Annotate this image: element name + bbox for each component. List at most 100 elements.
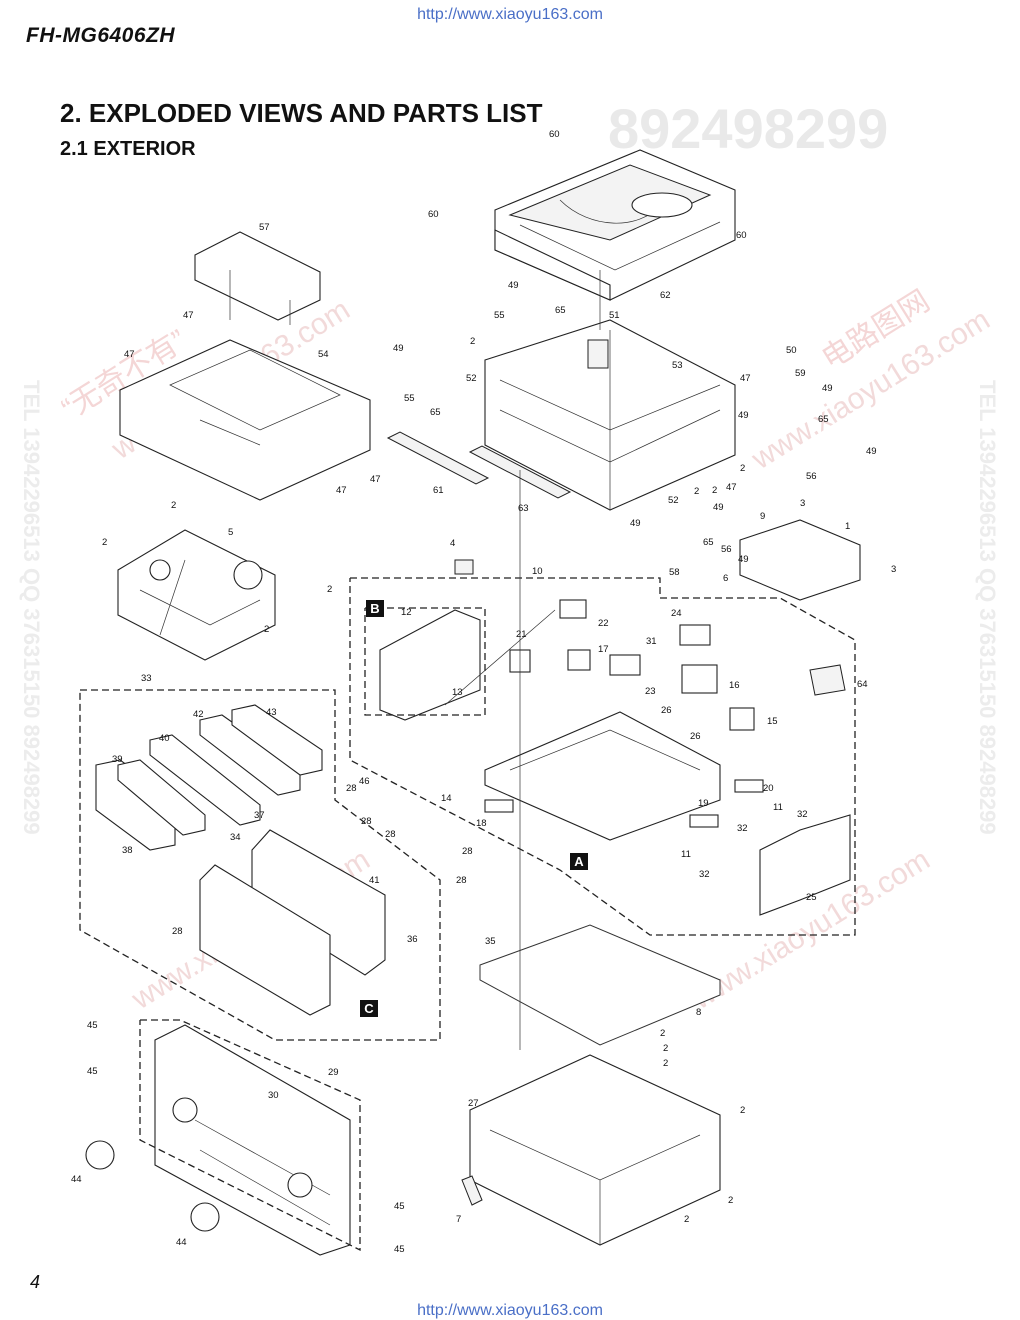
deck-mechanism	[117, 529, 276, 661]
watermark-side-right: TEL 13942296513 QQ 376315150 892498299	[975, 380, 1000, 835]
callout-labels: 60 60 60 62 57 47 47 54 47 47 49 2 55 65…	[71, 129, 896, 1255]
main-pcb	[379, 559, 846, 841]
callout: 2	[264, 624, 269, 635]
top-chassis-frame	[484, 319, 736, 511]
header-url[interactable]: http://www.xiaoyu163.com	[417, 6, 603, 23]
callout: 49	[738, 554, 749, 565]
callout: 2	[740, 463, 745, 474]
rear-bracket-25	[759, 814, 851, 916]
callout: 6	[723, 573, 728, 584]
section-title: 2. EXPLODED VIEWS AND PARTS LIST	[60, 98, 543, 128]
callout: 49	[393, 343, 404, 354]
callout: 19	[698, 798, 709, 809]
callout: 1	[845, 521, 850, 532]
callout: 51	[609, 310, 620, 321]
callout: 55	[404, 393, 415, 404]
callout: 4	[450, 538, 455, 549]
callout: 53	[672, 360, 683, 371]
callout: 45	[87, 1066, 98, 1077]
callout: 25	[806, 892, 817, 903]
callout: 59	[795, 368, 806, 379]
callout: 24	[671, 608, 682, 619]
callout: 45	[394, 1244, 405, 1255]
callout: 49	[866, 446, 877, 457]
section-subtitle: 2.1 EXTERIOR	[60, 138, 196, 160]
strip-61	[386, 431, 490, 485]
knob-44[interactable]	[190, 1202, 220, 1232]
label-box-b: B	[366, 600, 384, 617]
knob-44[interactable]	[85, 1140, 115, 1170]
callout: 60	[736, 230, 747, 241]
callout: 26	[690, 731, 701, 742]
callout: 12	[401, 607, 412, 618]
callout: 2	[327, 584, 332, 595]
group-10-outline	[349, 577, 856, 936]
callout: 23	[645, 686, 656, 697]
callout: 54	[318, 349, 329, 360]
callout: 55	[494, 310, 505, 321]
callout: 2	[694, 486, 699, 497]
callout: 2	[102, 537, 107, 548]
callout: 16	[729, 680, 740, 691]
display-assembly	[95, 704, 386, 1016]
callout: 2	[663, 1043, 668, 1054]
svg-text:B: B	[370, 601, 379, 616]
callout: 42	[193, 709, 204, 720]
callout: 49	[508, 280, 519, 291]
callout: 8	[696, 1007, 701, 1018]
callout: 64	[857, 679, 868, 690]
callout: 27	[468, 1098, 479, 1109]
callout: 2	[470, 336, 475, 347]
callout: 47	[370, 474, 381, 485]
callout: 57	[259, 222, 270, 233]
callout: 2	[684, 1214, 689, 1225]
group-33-outline	[79, 689, 441, 1041]
label-box-c: C	[360, 1000, 378, 1017]
callout: 49	[822, 383, 833, 394]
model-number: FH-MG6406ZH	[26, 24, 176, 47]
callout: 17	[598, 644, 609, 655]
callout: 30	[268, 1090, 279, 1101]
svg-text:A: A	[574, 854, 584, 869]
cd-mechanism	[494, 149, 736, 301]
callout: 32	[797, 809, 808, 820]
callout: 37	[254, 810, 265, 821]
callout: 47	[336, 485, 347, 496]
callout: 56	[721, 544, 732, 555]
callout: 18	[476, 818, 487, 829]
callout: 47	[740, 373, 751, 384]
callout: 3	[800, 498, 805, 509]
cable-64	[809, 664, 846, 696]
callout: 28	[462, 846, 473, 857]
callout: 46	[359, 776, 370, 787]
bottom-chassis-27	[469, 1054, 721, 1246]
callout: 61	[433, 485, 444, 496]
group-b-outline	[364, 607, 486, 716]
footer-url[interactable]: http://www.xiaoyu163.com	[417, 1302, 603, 1319]
callout: 41	[369, 875, 380, 886]
callout: 60	[549, 129, 560, 140]
callout: 28	[172, 926, 183, 937]
callout: 28	[456, 875, 467, 886]
callout: 14	[441, 793, 452, 804]
callout: 47	[726, 482, 737, 493]
callout: 44	[71, 1174, 82, 1185]
callout: 11	[681, 849, 691, 860]
callout: 21	[516, 629, 527, 640]
callout: 65	[555, 305, 566, 316]
callout: 52	[466, 373, 477, 384]
front-panel	[154, 1024, 351, 1256]
callout: 13	[452, 687, 463, 698]
callout: 15	[767, 716, 778, 727]
callout: 33	[141, 673, 152, 684]
callout: 7	[456, 1214, 461, 1225]
callout: 28	[385, 829, 396, 840]
page-number: 4	[30, 1272, 41, 1292]
label-7	[461, 1175, 483, 1206]
insulator-sheet-8	[479, 924, 721, 1046]
callout: 62	[660, 290, 671, 301]
callout: 44	[176, 1237, 187, 1248]
callout: 47	[124, 349, 135, 360]
callout: 47	[183, 310, 194, 321]
